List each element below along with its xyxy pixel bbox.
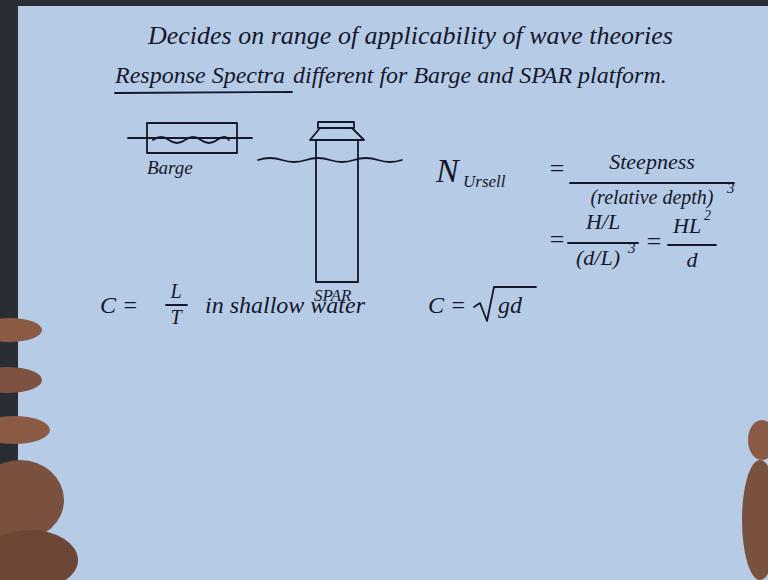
heading-note: Decides on range of applicability of wav… xyxy=(148,22,673,51)
radical-sign xyxy=(474,287,536,321)
figure-label: Barge xyxy=(147,158,193,179)
underlined-phrase: Response Spectra xyxy=(115,62,285,88)
formula-term: C = xyxy=(428,292,466,318)
numerator: H/L xyxy=(586,210,620,234)
fraction-bar xyxy=(668,244,716,246)
wave-line xyxy=(153,137,229,143)
fraction-bar xyxy=(568,242,638,244)
exponent: 3 xyxy=(628,240,636,257)
exponent: 2 xyxy=(704,208,711,223)
denominator: (d/L) xyxy=(576,246,620,270)
hands xyxy=(0,318,768,580)
spar-hull xyxy=(316,140,358,282)
numerator: Steepness xyxy=(609,150,695,174)
water-line xyxy=(258,158,402,162)
subscript: Ursell xyxy=(463,173,506,192)
numerator: HL xyxy=(673,214,701,238)
barge-hull xyxy=(147,123,237,153)
fraction-bar xyxy=(166,304,187,306)
denominator: (relative depth) xyxy=(590,186,713,208)
note-text: in shallow water xyxy=(205,292,365,318)
exponent: 3 xyxy=(727,180,735,197)
radicand: gd xyxy=(498,292,522,318)
equals-sign: = xyxy=(548,226,566,255)
denominator: d xyxy=(687,248,698,272)
spar-deck xyxy=(310,128,364,140)
note-text: different for Barge and SPAR platform. xyxy=(293,62,667,88)
equals-sign: = xyxy=(645,228,663,257)
numerator: L xyxy=(170,280,181,302)
symbol: N xyxy=(436,152,459,189)
fraction-bar xyxy=(570,182,734,184)
denominator: T xyxy=(170,306,181,328)
equals-sign: = xyxy=(548,155,566,184)
underline xyxy=(115,92,292,93)
formula-term: C = xyxy=(100,292,138,318)
